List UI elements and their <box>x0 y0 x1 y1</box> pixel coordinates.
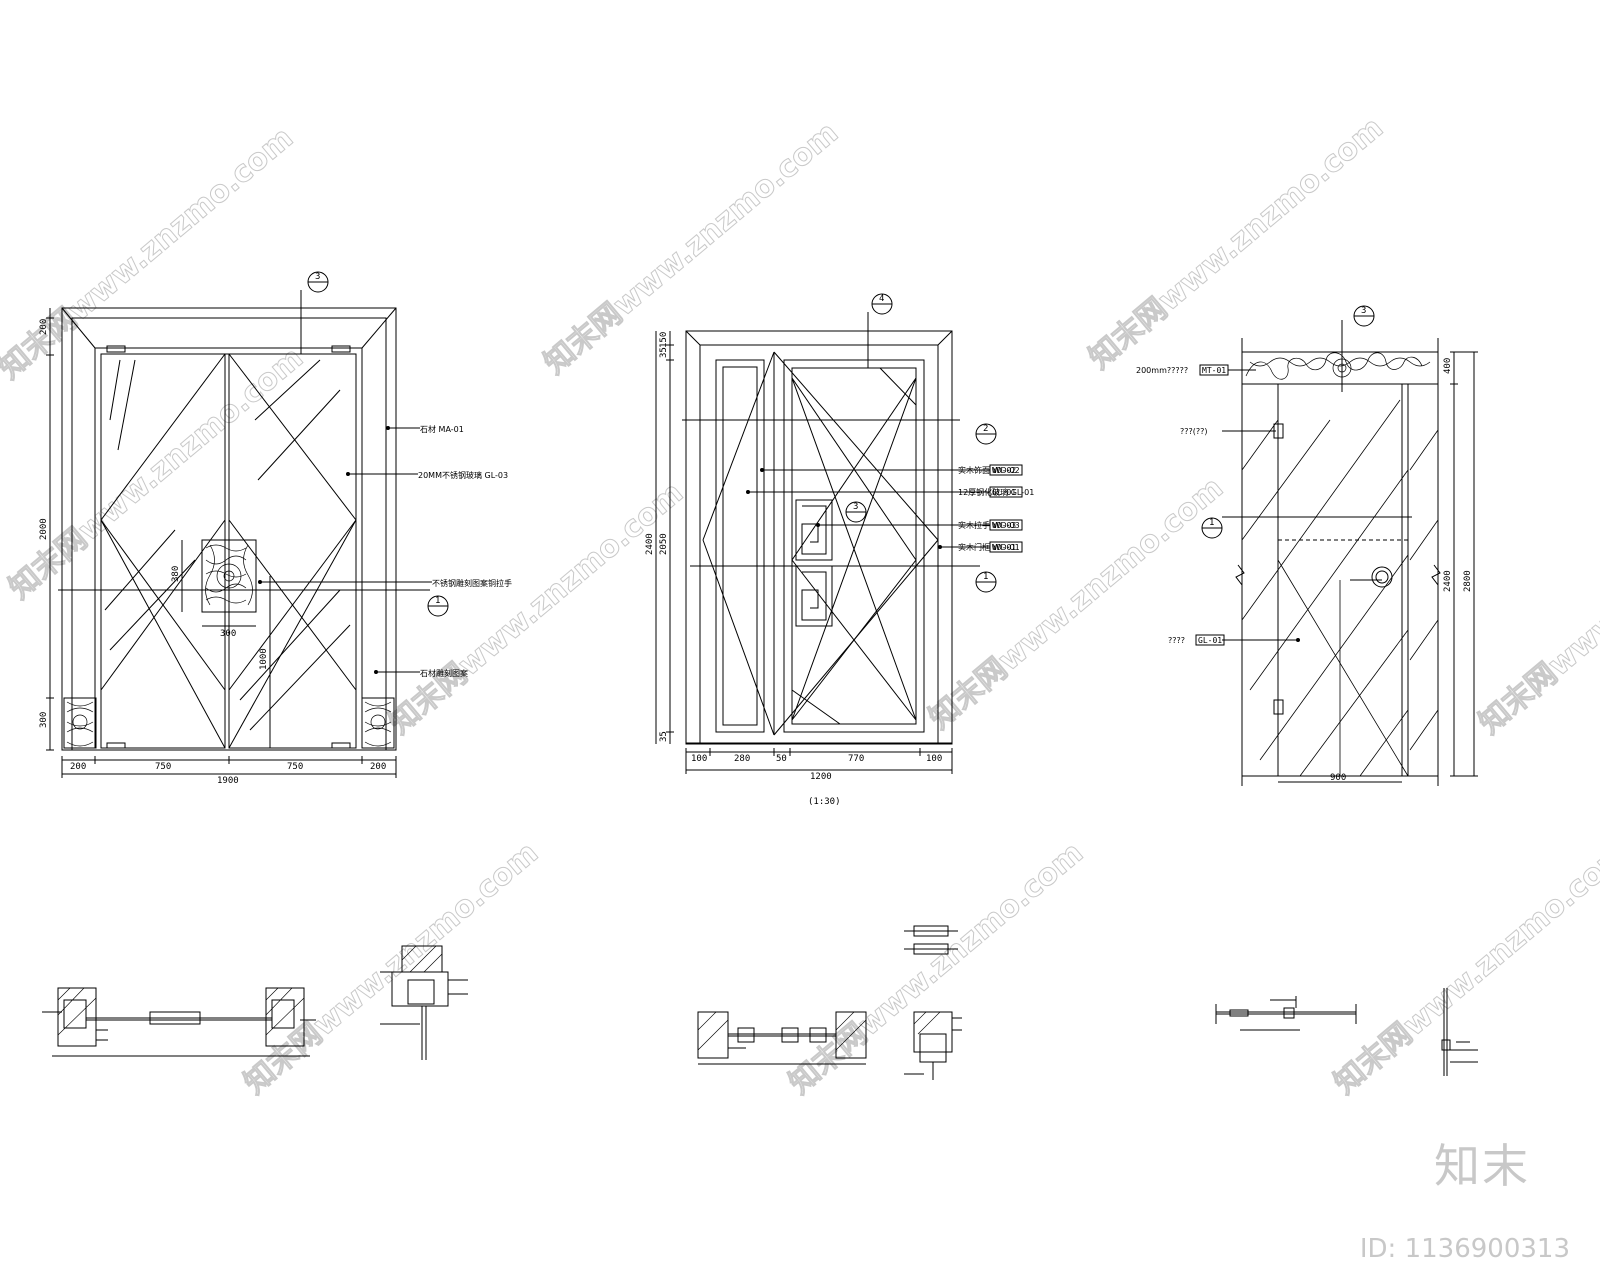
material-note: 20MM不锈钢玻璃 GL-03 <box>418 470 508 480</box>
watermark: 知末网www.znzmo.com <box>1083 110 1390 376</box>
watermark: 知末网www.znzmo.com <box>0 120 300 386</box>
section-details <box>42 925 1478 1080</box>
dim-label: 200 <box>370 762 386 772</box>
material-note: ???? <box>1168 636 1185 645</box>
dim-label: 2000 <box>39 518 49 540</box>
dim-label: 35 <box>659 347 669 358</box>
material-tag: WD-02 <box>992 466 1016 475</box>
section-symbol-number: 3 <box>1361 306 1366 316</box>
dim-label: 2800 <box>1463 570 1473 592</box>
carved-transom-ornament <box>1245 352 1431 380</box>
carved-base-ornament <box>66 701 392 747</box>
watermark: 知末网www.znzmo.com <box>538 115 845 381</box>
material-note: 实木饰面 WD-02 <box>958 465 1020 475</box>
dim-label: 100 <box>926 754 942 764</box>
door2-text: 150 35 2050 2400 35 100 280 50 770 100 1… <box>645 294 1034 807</box>
material-tag: GL-01 <box>1198 636 1222 645</box>
dim-label: 200 <box>39 319 49 335</box>
dim-label: 280 <box>734 754 750 764</box>
dim-label: 750 <box>287 762 303 772</box>
section-symbol-number: 3 <box>315 272 320 282</box>
dim-label: 400 <box>1443 358 1453 374</box>
material-tag: WD-01 <box>992 543 1016 552</box>
section-symbol-number: 1 <box>435 596 440 606</box>
dim-label: 100 <box>691 754 707 764</box>
dim-label: 2400 <box>1443 570 1453 592</box>
watermark: 知末网www.znzmo.com <box>238 835 545 1101</box>
watermark: 知末网www.znzmo.com <box>1473 475 1600 741</box>
material-note: 12厚钢化玻璃 GL-01 <box>958 487 1034 497</box>
door-elevation-2 <box>655 293 1023 774</box>
material-note: 石材雕刻图案 <box>420 668 468 678</box>
dim-label: 1000 <box>259 648 269 670</box>
material-note: 实木门框 WD-01 <box>958 542 1020 552</box>
door3-text: 200mm????? MT-01 ???(??) ???? GL-01 400 … <box>1136 306 1473 783</box>
dim-label: 200 <box>70 762 86 772</box>
dim-label: 300 <box>39 712 49 728</box>
material-note: 不锈钢雕刻图案铜拉手 <box>432 578 512 588</box>
drawing-scale: (1:30) <box>808 797 841 807</box>
dim-label: 380 <box>171 566 181 582</box>
watermark: 知末网www.znzmo.com <box>923 470 1230 736</box>
dim-label: 770 <box>848 754 864 764</box>
material-note: 200mm????? <box>1136 366 1188 375</box>
material-tag: MT-01 <box>1202 366 1226 375</box>
material-note: 实木拉手 WD-03 <box>958 520 1020 530</box>
material-tag: WD-03 <box>992 521 1016 530</box>
dim-label: 900 <box>1330 773 1346 783</box>
material-note: 石材 MA-01 <box>420 424 464 434</box>
dim-label: 150 <box>659 332 669 348</box>
watermark: 知末网www.znzmo.com <box>1328 835 1600 1101</box>
watermark-layer: 知末网www.znzmo.com 知末网www.znzmo.com 知末网www… <box>0 110 1600 1102</box>
section-symbol-number: 3 <box>853 502 858 512</box>
dim-label: 1900 <box>217 776 239 786</box>
section-symbol-number: 4 <box>879 294 884 304</box>
material-tag: GL-01 <box>992 488 1016 497</box>
section-symbol-number: 2 <box>983 424 988 434</box>
brand-logo: 知末 <box>1434 1139 1530 1193</box>
dim-label: 50 <box>776 754 787 764</box>
brand-id-text: ID: 1136900313 <box>1359 1234 1570 1264</box>
section-symbol-number: 1 <box>1209 518 1214 528</box>
door-elevation-3 <box>1195 305 1478 786</box>
dim-label: 1200 <box>810 772 832 782</box>
material-note: ???(??) <box>1180 427 1207 436</box>
dim-label: 35 <box>659 731 669 742</box>
door-elevation-1 <box>46 271 449 778</box>
dim-label: 750 <box>155 762 171 772</box>
watermark: 知末网www.znzmo.com <box>783 835 1090 1101</box>
dim-label: 2400 <box>645 533 655 555</box>
section-symbol-number: 1 <box>983 572 988 582</box>
dim-label: 2050 <box>659 533 669 555</box>
door1-text: 200 2000 300 200 750 750 200 1900 380 30… <box>39 272 512 786</box>
carved-handle-ornament <box>205 544 253 606</box>
dim-label: 300 <box>220 629 236 639</box>
